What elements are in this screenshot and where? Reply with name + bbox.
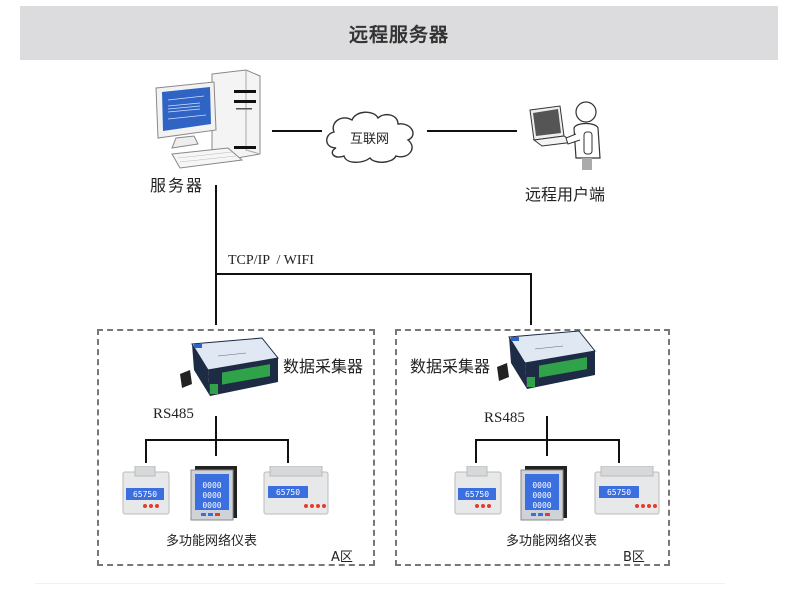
zone-a-bus-trunk bbox=[215, 416, 217, 456]
zone-a-label: A区 bbox=[331, 550, 353, 565]
din-rail-meter-wide-icon: 65750 bbox=[263, 466, 329, 515]
footer-divider bbox=[35, 583, 725, 584]
zone-b-meter-1: 65750 bbox=[453, 466, 503, 518]
zone-b-collector-label: 数据采集器 bbox=[410, 357, 491, 376]
zone-a-collector-label: 数据采集器 bbox=[283, 357, 364, 376]
zone-b-drop-1 bbox=[475, 439, 477, 463]
zone-b-collector bbox=[497, 329, 597, 395]
internet-node bbox=[322, 108, 422, 164]
header-banner: 远程服务器 bbox=[20, 6, 778, 60]
cloud-icon bbox=[326, 111, 414, 163]
svg-text:0000: 0000 bbox=[202, 491, 221, 500]
zone-a-meter-3: 65750 bbox=[262, 466, 330, 518]
zone-b-label: B区 bbox=[623, 550, 645, 565]
user-with-laptop-icon bbox=[529, 101, 601, 170]
data-collector-icon bbox=[497, 330, 596, 389]
zone-b-drop-3 bbox=[618, 439, 620, 463]
server-to-internet-line bbox=[272, 130, 322, 132]
zone-b-uplink-line bbox=[530, 273, 532, 325]
server-downlink-line bbox=[215, 185, 217, 325]
zone-b-meter-3: 65750 bbox=[593, 466, 661, 518]
zone-b-bus-label: RS485 bbox=[484, 410, 525, 426]
remote-user-label: 远程用户端 bbox=[525, 185, 606, 204]
internet-label: 互联网 bbox=[350, 132, 390, 147]
panel-meter-icon: 0000 0000 0000 bbox=[520, 466, 567, 521]
svg-text:0000: 0000 bbox=[202, 501, 221, 510]
meter-display: 0000 bbox=[202, 481, 221, 490]
zone-a-meter-1: 65750 bbox=[121, 466, 171, 518]
header-title: 远程服务器 bbox=[348, 23, 449, 46]
backbone-protocol-label: TCP/IP / WIFI bbox=[228, 253, 314, 268]
meter-display: 0000 bbox=[532, 481, 551, 490]
meter-display: 65750 bbox=[276, 488, 300, 497]
meter-display: 65750 bbox=[607, 488, 631, 497]
backbone-horizontal-line bbox=[216, 273, 532, 275]
zone-b-meter-2: 0000 0000 0000 bbox=[519, 466, 569, 522]
zone-a-meters-label: 多功能网络仪表 bbox=[166, 534, 258, 549]
zone-b-box bbox=[395, 329, 670, 566]
din-rail-meter-wide-icon: 65750 bbox=[594, 466, 660, 515]
zone-b-bus-line bbox=[475, 439, 620, 441]
zone-b-meters-label: 多功能网络仪表 bbox=[506, 534, 598, 549]
zone-a-collector bbox=[180, 336, 280, 402]
din-rail-meter-icon: 65750 bbox=[122, 466, 170, 515]
svg-text:0000: 0000 bbox=[532, 501, 551, 510]
zone-a-meter-2: 0000 0000 0000 bbox=[189, 466, 239, 522]
remote-user-node bbox=[524, 98, 604, 170]
din-rail-meter-icon: 65750 bbox=[454, 466, 502, 515]
internet-to-remote-line bbox=[427, 130, 517, 132]
zone-b-bus-trunk bbox=[546, 416, 548, 456]
server-label: 服务器 bbox=[150, 176, 205, 195]
zone-a-drop-1 bbox=[145, 439, 147, 463]
desktop-computer-icon bbox=[155, 69, 261, 169]
zone-a-bus-line bbox=[145, 439, 289, 441]
server-node bbox=[150, 68, 270, 170]
meter-display: 65750 bbox=[465, 490, 489, 499]
data-collector-icon bbox=[180, 337, 279, 396]
zone-a-drop-3 bbox=[287, 439, 289, 463]
svg-text:0000: 0000 bbox=[532, 491, 551, 500]
panel-meter-icon: 0000 0000 0000 bbox=[190, 466, 237, 521]
zone-a-box bbox=[97, 329, 375, 566]
zone-a-bus-label: RS485 bbox=[153, 406, 194, 422]
meter-display: 65750 bbox=[133, 490, 157, 499]
